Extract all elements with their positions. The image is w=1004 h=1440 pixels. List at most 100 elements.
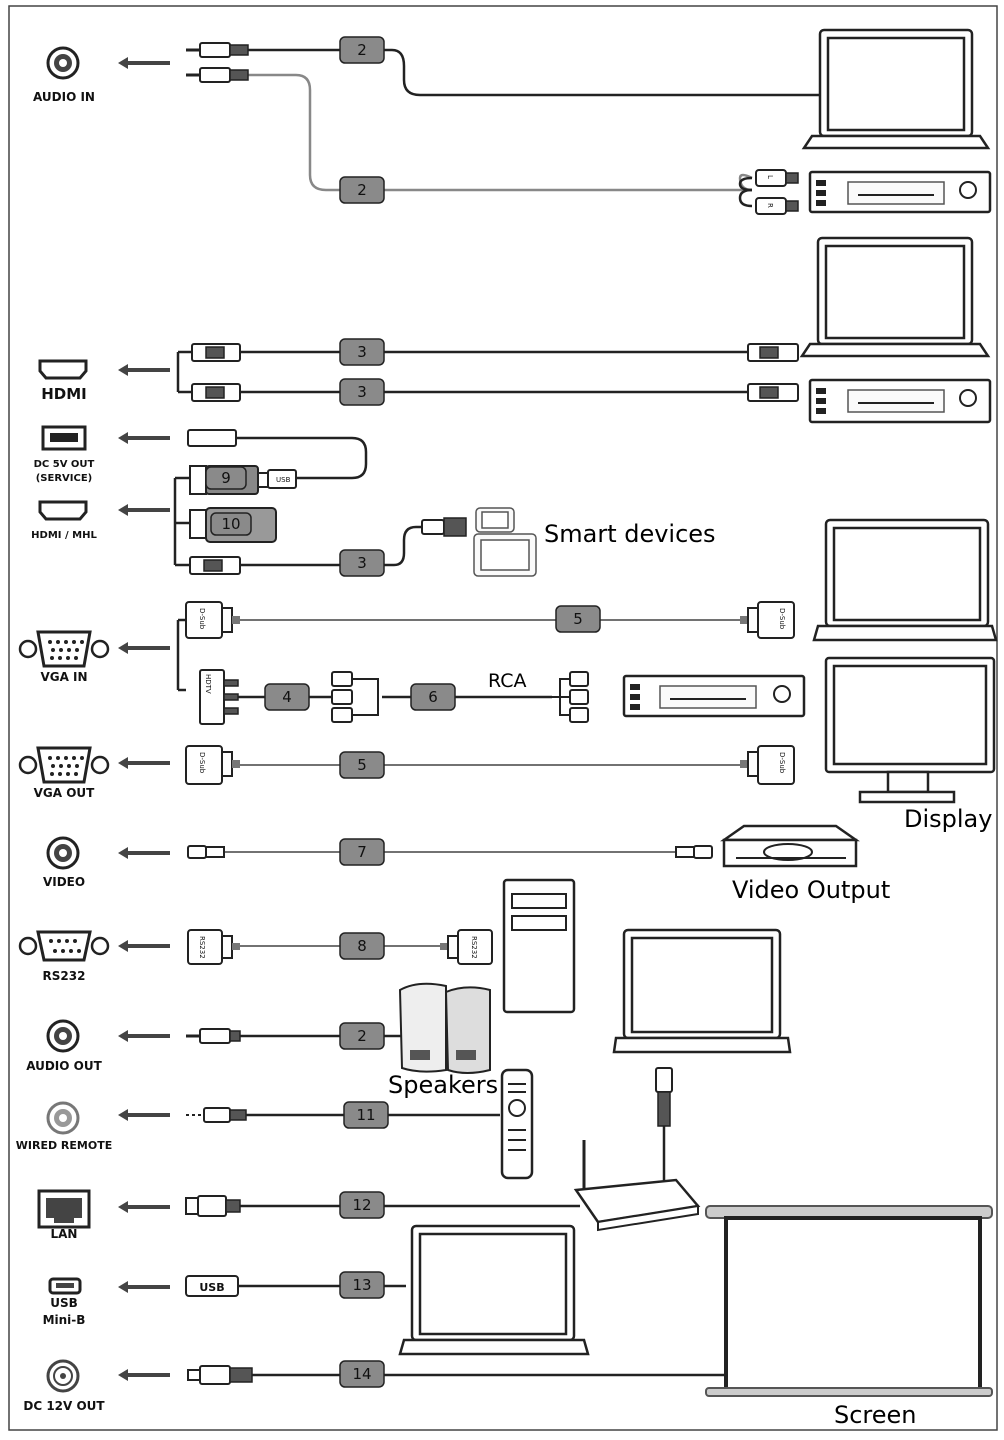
cable-number-box <box>339 176 385 204</box>
usb-service-port-icon <box>41 425 87 451</box>
cable-number-text: 8 <box>357 937 367 955</box>
cable-number-badge: 6 <box>410 683 456 711</box>
audio-out-plug <box>186 1028 241 1044</box>
dc-12v-plug <box>187 1365 253 1385</box>
dsub-plug-vga-out-right: D-Sub <box>740 745 795 785</box>
port-label-audio-in: AUDIO IN <box>33 90 95 104</box>
cable-number-badge: 12 <box>339 1191 385 1219</box>
arrow-audio-out <box>118 1030 170 1042</box>
rca-triple-plug-left <box>331 671 379 723</box>
port-label-video: VIDEO <box>43 875 85 889</box>
speakers-label: Speakers <box>388 1071 498 1099</box>
arrow-audio-in <box>118 57 170 69</box>
cable-number-box <box>339 1360 385 1388</box>
arrow-wired-remote <box>118 1109 170 1121</box>
cable-number-badge: 9 <box>205 466 247 490</box>
arrow-hdmi <box>118 364 170 376</box>
cable-number-box <box>264 683 310 711</box>
rca-label: RCA <box>488 670 527 692</box>
usb-service-plug <box>187 429 237 447</box>
laptop-icon-4 <box>612 928 792 1054</box>
arrow-hdmi-mhl <box>118 504 170 516</box>
wired-remote-plug <box>186 1107 247 1123</box>
vga-out-port-icon <box>18 746 110 784</box>
wired-remote-port-icon <box>46 1101 80 1135</box>
hdmi-plug-right-1 <box>747 343 799 362</box>
video-output-device-icon <box>720 824 860 868</box>
cable-number-box <box>555 605 601 633</box>
cable-number-badge: 2 <box>339 36 385 64</box>
rs232-plug-left: RS232 <box>187 929 240 965</box>
port-label-lan: LAN <box>51 1227 78 1241</box>
laptop-icon-3 <box>812 518 998 642</box>
cable-number-badge: 2 <box>339 1022 385 1050</box>
cable-number-text: 2 <box>357 41 367 59</box>
hdmi-plug-mhl <box>189 556 241 575</box>
laptop-icon-5 <box>398 1224 590 1356</box>
port-label-vga-out: VGA OUT <box>34 786 96 800</box>
vga-in-port-icon <box>18 630 110 668</box>
cable-number-badge: 14 <box>339 1360 385 1388</box>
cable-number-box <box>339 549 385 577</box>
cable-number-badge: 13 <box>339 1271 385 1299</box>
audio-out-port-icon <box>46 1019 80 1053</box>
audio-in-port-icon <box>46 46 80 80</box>
arrow-usb <box>118 1281 170 1293</box>
rs232-label-2: RS232 <box>470 936 478 959</box>
cable-number-box <box>339 838 385 866</box>
cable-number-box <box>339 932 385 960</box>
cable-number-badge: 11 <box>343 1101 389 1129</box>
usb-plug-label: USB <box>199 1281 224 1294</box>
cable-number-box <box>205 466 247 490</box>
cable-number-text: 7 <box>357 843 367 861</box>
laptop-icon-2 <box>799 236 991 358</box>
speakers-icon <box>398 982 491 1074</box>
port-label-rs232: RS232 <box>43 969 86 983</box>
direction-arrows <box>118 57 170 1381</box>
port-label-mini-b: Mini-B <box>43 1313 86 1327</box>
dsub-plug-vga-out-left: D-Sub <box>185 745 240 785</box>
cable-number-text: 2 <box>357 181 367 199</box>
dc-12v-out-port-icon <box>46 1359 80 1393</box>
port-label-dc-5v-out: DC 5V OUT <box>34 459 95 470</box>
cable-number-box <box>210 512 252 536</box>
video-port-icon <box>46 836 80 870</box>
cable-number-text: 12 <box>352 1196 371 1214</box>
cable-number-text: 3 <box>357 343 367 361</box>
arrow-lan <box>118 1201 170 1213</box>
router-icon <box>573 1140 701 1232</box>
cable-number-box <box>339 1022 385 1050</box>
cable-number-badge: 8 <box>339 932 385 960</box>
desktop-tower-icon <box>502 878 576 1014</box>
cable-number-badge: 3 <box>339 378 385 406</box>
diagram-frame <box>8 5 998 1431</box>
cable-number-text: 2 <box>357 1027 367 1045</box>
arrow-dc-12v <box>118 1369 170 1381</box>
smart-devices-label: Smart devices <box>544 520 716 548</box>
cable-number-badge: 5 <box>555 605 601 633</box>
rca-triple-plug-right <box>552 671 589 723</box>
hdmi-plug-right-2 <box>747 383 799 402</box>
cable-number-text: 13 <box>352 1276 371 1294</box>
vcr-icon-2 <box>808 378 992 424</box>
cable-number-badge: 10 <box>210 512 252 536</box>
arrow-video <box>118 847 170 859</box>
hdmi-port-icon <box>38 359 88 380</box>
cable-number-text: 6 <box>428 688 438 706</box>
cable-number-box <box>339 751 385 779</box>
rs232-plug-right: RS232 <box>440 929 493 965</box>
video-plug-left <box>187 845 225 859</box>
cable-number-badge: 2 <box>339 176 385 204</box>
devices <box>398 28 998 1397</box>
screen-label: Screen <box>834 1401 917 1429</box>
cable-number-badge: 3 <box>339 338 385 366</box>
vcr-icon-1 <box>808 170 992 214</box>
port-label-service: (SERVICE) <box>36 473 93 484</box>
cable-number-badge: 5 <box>339 751 385 779</box>
arrow-dc-5v <box>118 432 170 444</box>
cable-number-text: 11 <box>356 1106 375 1124</box>
port-label-audio-out: AUDIO OUT <box>26 1059 102 1073</box>
smartphone-icon <box>475 507 515 533</box>
cable-number-text: 4 <box>282 688 292 706</box>
